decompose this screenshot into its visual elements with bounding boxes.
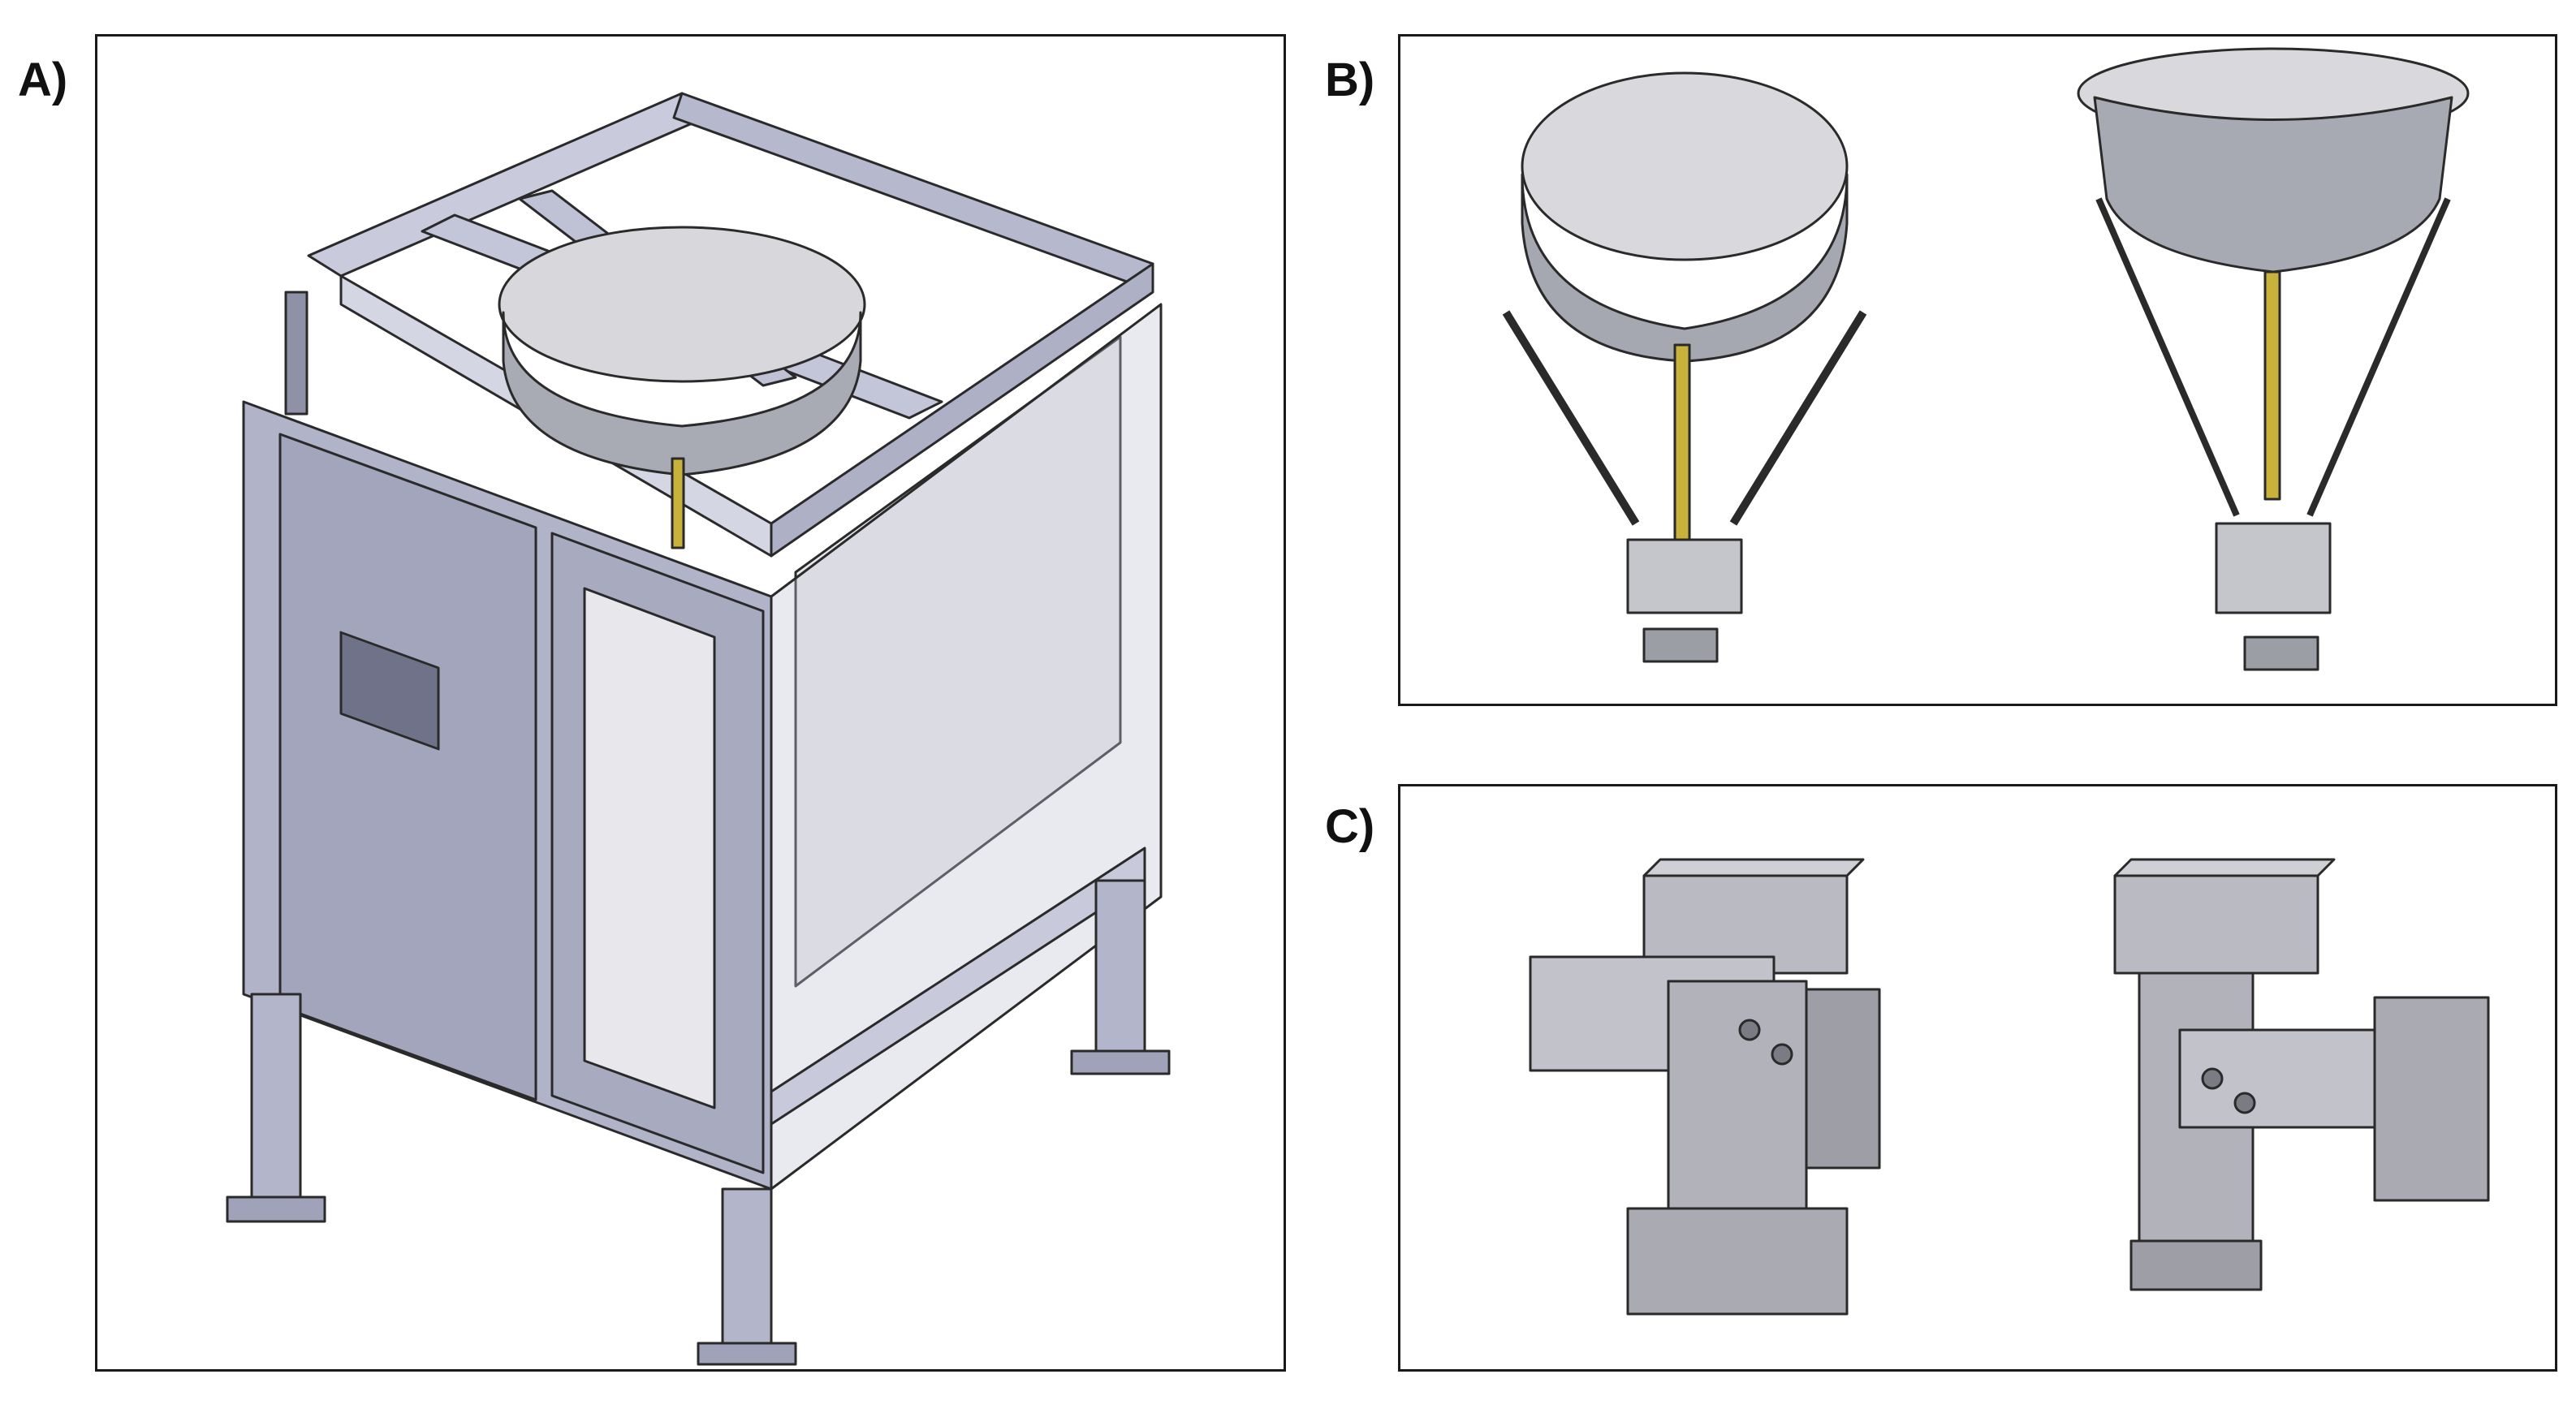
hmi-screen (339, 631, 440, 751)
top-frame-rail-back-right (770, 262, 1154, 558)
leg-front-middle (721, 1187, 773, 1361)
foot-right (1070, 1049, 1171, 1075)
robot-housing (502, 311, 862, 476)
door-window (583, 587, 716, 1109)
panel-label-c: C) (1325, 800, 1375, 853)
leg-front-left (250, 993, 302, 1207)
cabinet-door-left (278, 433, 537, 1101)
gripper-left (1529, 858, 1881, 1316)
right-side-frame (770, 303, 1163, 1191)
delta-robot-right (2077, 47, 2470, 671)
panel-label-a: A) (18, 54, 68, 106)
robot-top-lid (498, 226, 866, 383)
signal-tower (284, 291, 309, 416)
robot-actuator-rod (671, 457, 685, 549)
panel-c-frame (1398, 784, 2557, 1372)
gripper-views (1529, 858, 2490, 1316)
delta-robot-views (1502, 47, 2470, 671)
panel-b-frame (1398, 34, 2557, 706)
foot-left (226, 1195, 326, 1223)
leg-back-right (1094, 879, 1146, 1061)
robot-cell-illustration (226, 92, 1171, 1366)
foot-middle (697, 1342, 797, 1366)
gripper-right (2113, 858, 2490, 1291)
delta-robot-left (1502, 71, 1867, 663)
panel-a-frame (95, 34, 1286, 1372)
panel-label-b: B) (1325, 54, 1375, 106)
